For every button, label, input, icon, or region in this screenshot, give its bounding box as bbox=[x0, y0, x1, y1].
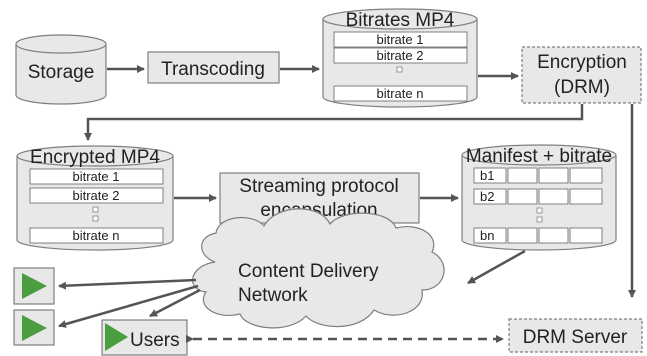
player-node bbox=[13, 309, 55, 346]
bitrates-row-2: bitrate 2 bbox=[377, 48, 424, 63]
arrow-cdn-users bbox=[149, 288, 201, 318]
ellipsis-mark bbox=[536, 207, 543, 214]
ellipsis-mark bbox=[92, 215, 99, 222]
manifest-node: Manifest + bitrate b1 b2 bn bbox=[461, 144, 617, 251]
storage-label: Storage bbox=[28, 62, 95, 83]
player-node bbox=[13, 267, 55, 305]
bitrates-row-1: bitrate 1 bbox=[377, 32, 424, 47]
cdn-label-line1: Content Delivery bbox=[238, 261, 379, 282]
arrow-encryption-encrypted bbox=[84, 104, 584, 141]
arrow-cdn-player-2 bbox=[58, 284, 199, 328]
encrypted-row-2: bitrate 2 bbox=[73, 188, 120, 203]
play-icon bbox=[22, 273, 47, 299]
encryption-node: Encryption (DRM) bbox=[521, 46, 642, 104]
storage-node: Storage bbox=[15, 34, 107, 105]
cdn-label-line2: Network bbox=[238, 285, 308, 306]
encrypted-mp4-node: Encrypted MP4 bitrate 1 bitrate 2 bitrat… bbox=[16, 145, 174, 251]
encrypted-mp4-title: Encrypted MP4 bbox=[30, 147, 160, 168]
play-icon bbox=[22, 315, 47, 341]
transcoding-label: Transcoding bbox=[161, 59, 265, 80]
ellipsis-mark bbox=[536, 216, 543, 223]
arrow-cdn-player-1 bbox=[58, 278, 197, 290]
manifest-row-bn: bn bbox=[480, 228, 494, 243]
encrypted-row-n: bitrate n bbox=[73, 228, 120, 243]
encryption-label-line2: (DRM) bbox=[554, 77, 610, 98]
cdn-node: Content Delivery Network bbox=[192, 208, 445, 329]
manifest-row-b1: b1 bbox=[480, 168, 494, 183]
bitrates-row-n: bitrate n bbox=[377, 86, 424, 101]
bitrates-mp4-title: Bitrates MP4 bbox=[346, 10, 455, 31]
drm-server-label: DRM Server bbox=[523, 327, 628, 348]
manifest-title: Manifest + bitrate bbox=[466, 146, 612, 167]
arrow-manifest-cdn bbox=[467, 249, 526, 285]
encrypted-row-1: bitrate 1 bbox=[73, 169, 120, 184]
streaming-label-line1: Streaming protocol bbox=[239, 176, 398, 197]
ellipsis-mark bbox=[92, 206, 99, 213]
play-icon bbox=[105, 323, 128, 351]
transcoding-node: Transcoding bbox=[147, 51, 280, 84]
encryption-label-line1: Encryption bbox=[537, 52, 627, 73]
drm-server-node: DRM Server bbox=[508, 318, 643, 353]
bitrates-mp4-node: Bitrates MP4 bitrate 1 bitrate 2 bitrate… bbox=[322, 8, 478, 108]
connectors bbox=[58, 65, 636, 328]
manifest-row-b2: b2 bbox=[480, 189, 494, 204]
users-label: Users bbox=[130, 330, 180, 351]
ellipsis-mark bbox=[396, 66, 403, 73]
users-node: Users bbox=[101, 319, 188, 356]
